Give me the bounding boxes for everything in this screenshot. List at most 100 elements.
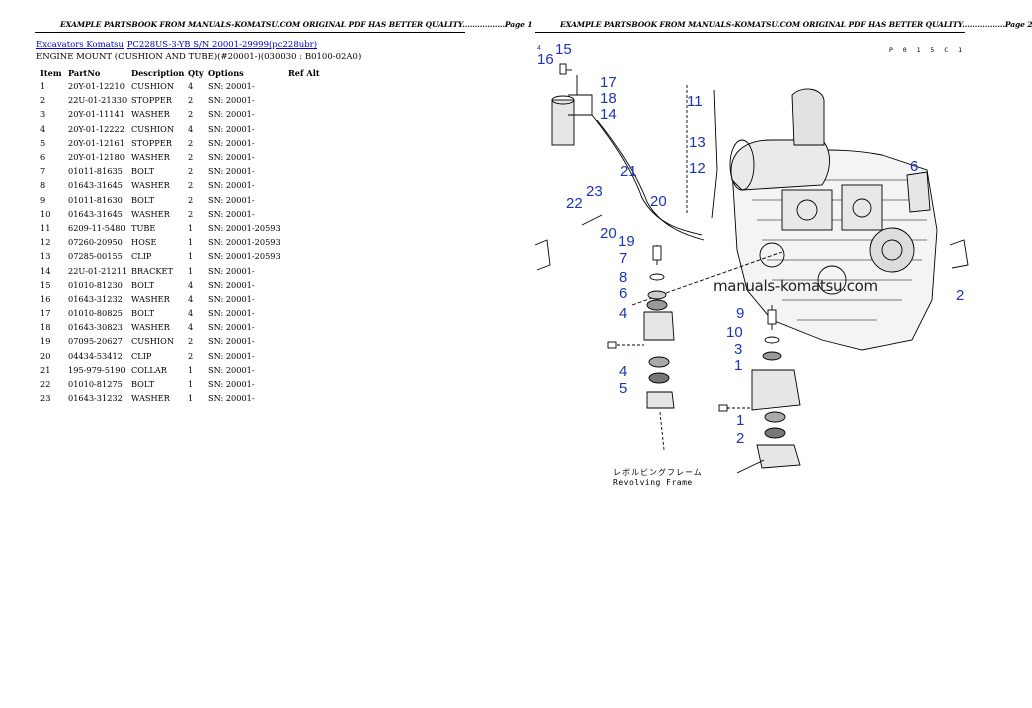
cell-partno: 22U-01-21330: [68, 95, 128, 106]
cell-item: 21: [40, 364, 51, 375]
cell-item: 7: [40, 166, 46, 177]
cell-options: SN: 20001-: [208, 152, 255, 163]
column-header-item: Item: [40, 67, 62, 78]
cell-item: 23: [40, 393, 51, 404]
callout-11: 11: [687, 93, 703, 110]
cell-description: BOLT: [131, 194, 155, 205]
cell-partno: 22U-01-21211: [68, 265, 128, 276]
callout-20-b: 20: [600, 225, 617, 242]
cell-ref-alt: [288, 164, 328, 178]
cell-partno: 20Y-01-12180: [68, 152, 125, 163]
column-header-options: Options: [208, 67, 244, 78]
cell-ref-alt: [288, 292, 328, 306]
parts-list-page: EXAMPLE PARTSBOOK FROM MANUALS-KOMATSU.C…: [0, 0, 533, 708]
cell-partno: 6209-11-5480: [68, 222, 126, 233]
callout-13: 13: [689, 134, 706, 151]
cell-description: BOLT: [131, 166, 155, 177]
cell-qty: 1: [188, 265, 194, 276]
callout-4-small: 4: [537, 45, 541, 52]
cell-description: WASHER: [131, 180, 170, 191]
cell-options: SN: 20001-: [208, 265, 255, 276]
cell-item: 9: [40, 194, 46, 205]
watermark-text: manuals-komatsu.com: [713, 277, 878, 295]
cell-qty: 4: [188, 279, 194, 290]
cell-options: SN: 20001-: [208, 293, 255, 304]
cell-ref-alt: [288, 150, 328, 164]
cell-ref-alt: [288, 207, 328, 221]
breadcrumb-link-category[interactable]: Excavators Komatsu: [36, 40, 124, 50]
cell-partno: 07285-00155: [68, 251, 123, 262]
cell-options: SN: 20001-: [208, 166, 255, 177]
cell-options: SN: 20001-: [208, 208, 255, 219]
parts-table: Item PartNo Description Qty Options Ref …: [36, 66, 328, 405]
cell-options: SN: 20001-: [208, 194, 255, 205]
cell-qty: 2: [188, 208, 194, 219]
cell-description: CUSHION: [131, 81, 175, 92]
cell-options: SN: 20001-: [208, 364, 255, 375]
cell-partno: 01643-31232: [68, 393, 123, 404]
cell-partno: 195-979-5190: [68, 364, 126, 375]
cell-qty: 2: [188, 137, 194, 148]
cell-item: 19: [40, 336, 51, 347]
cell-qty: 2: [188, 350, 194, 361]
cell-description: BOLT: [131, 379, 155, 390]
cell-ref-alt: [288, 249, 328, 263]
cell-partno: 04434-53412: [68, 350, 123, 361]
cell-qty: 1: [188, 251, 194, 262]
cell-options: SN: 20001-: [208, 308, 255, 319]
breadcrumb-link-model[interactable]: PC228US-3-YB S/N 20001-29999(pc228ubr): [126, 40, 318, 50]
cell-item: 16: [40, 293, 51, 304]
callout-labels: 15 16 4 17 18 14 11 13 12 21 23 22 20 20…: [537, 41, 964, 447]
cell-description: BRACKET: [131, 265, 173, 276]
cell-qty: 2: [188, 180, 194, 191]
cell-item: 6: [40, 152, 46, 163]
cell-options: SN: 20001-: [208, 350, 255, 361]
callout-7: 7: [619, 250, 627, 267]
callout-9: 9: [736, 305, 744, 322]
cell-partno: 01010-80825: [68, 308, 123, 319]
cell-ref-alt: [288, 263, 328, 277]
cell-options: SN: 20001-20593: [208, 237, 281, 248]
callout-1-bottom: 1: [736, 412, 744, 429]
cell-partno: 20Y-01-11141: [68, 109, 125, 120]
column-header-ref-alt: Ref Alt: [288, 67, 320, 78]
cell-description: WASHER: [131, 322, 170, 333]
cell-description: STOPPER: [131, 137, 172, 148]
cell-ref-alt: [288, 221, 328, 235]
column-header-description: Description: [131, 67, 185, 78]
callout-2: 2: [736, 430, 744, 447]
cell-partno: 20Y-01-12210: [68, 81, 125, 92]
callout-19: 19: [618, 233, 635, 250]
cell-qty: 1: [188, 364, 194, 375]
cell-description: TUBE: [131, 222, 156, 233]
banner-divider: [535, 32, 965, 33]
callout-2-edge: 2: [956, 287, 964, 304]
callout-4-lower: 4: [619, 363, 627, 380]
cell-options: SN: 20001-: [208, 279, 255, 290]
cell-options: SN: 20001-: [208, 81, 255, 92]
callout-3: 3: [734, 341, 742, 358]
cell-partno: 01643-31232: [68, 293, 123, 304]
cell-ref-alt: [288, 320, 328, 334]
cell-description: CLIP: [131, 350, 152, 361]
cell-options: SN: 20001-20593: [208, 251, 281, 262]
cell-ref-alt: [288, 278, 328, 292]
cell-partno: 01643-30823: [68, 322, 123, 333]
cell-ref-alt: [288, 107, 328, 121]
cell-ref-alt: [288, 93, 328, 107]
cell-ref-alt: [288, 235, 328, 249]
